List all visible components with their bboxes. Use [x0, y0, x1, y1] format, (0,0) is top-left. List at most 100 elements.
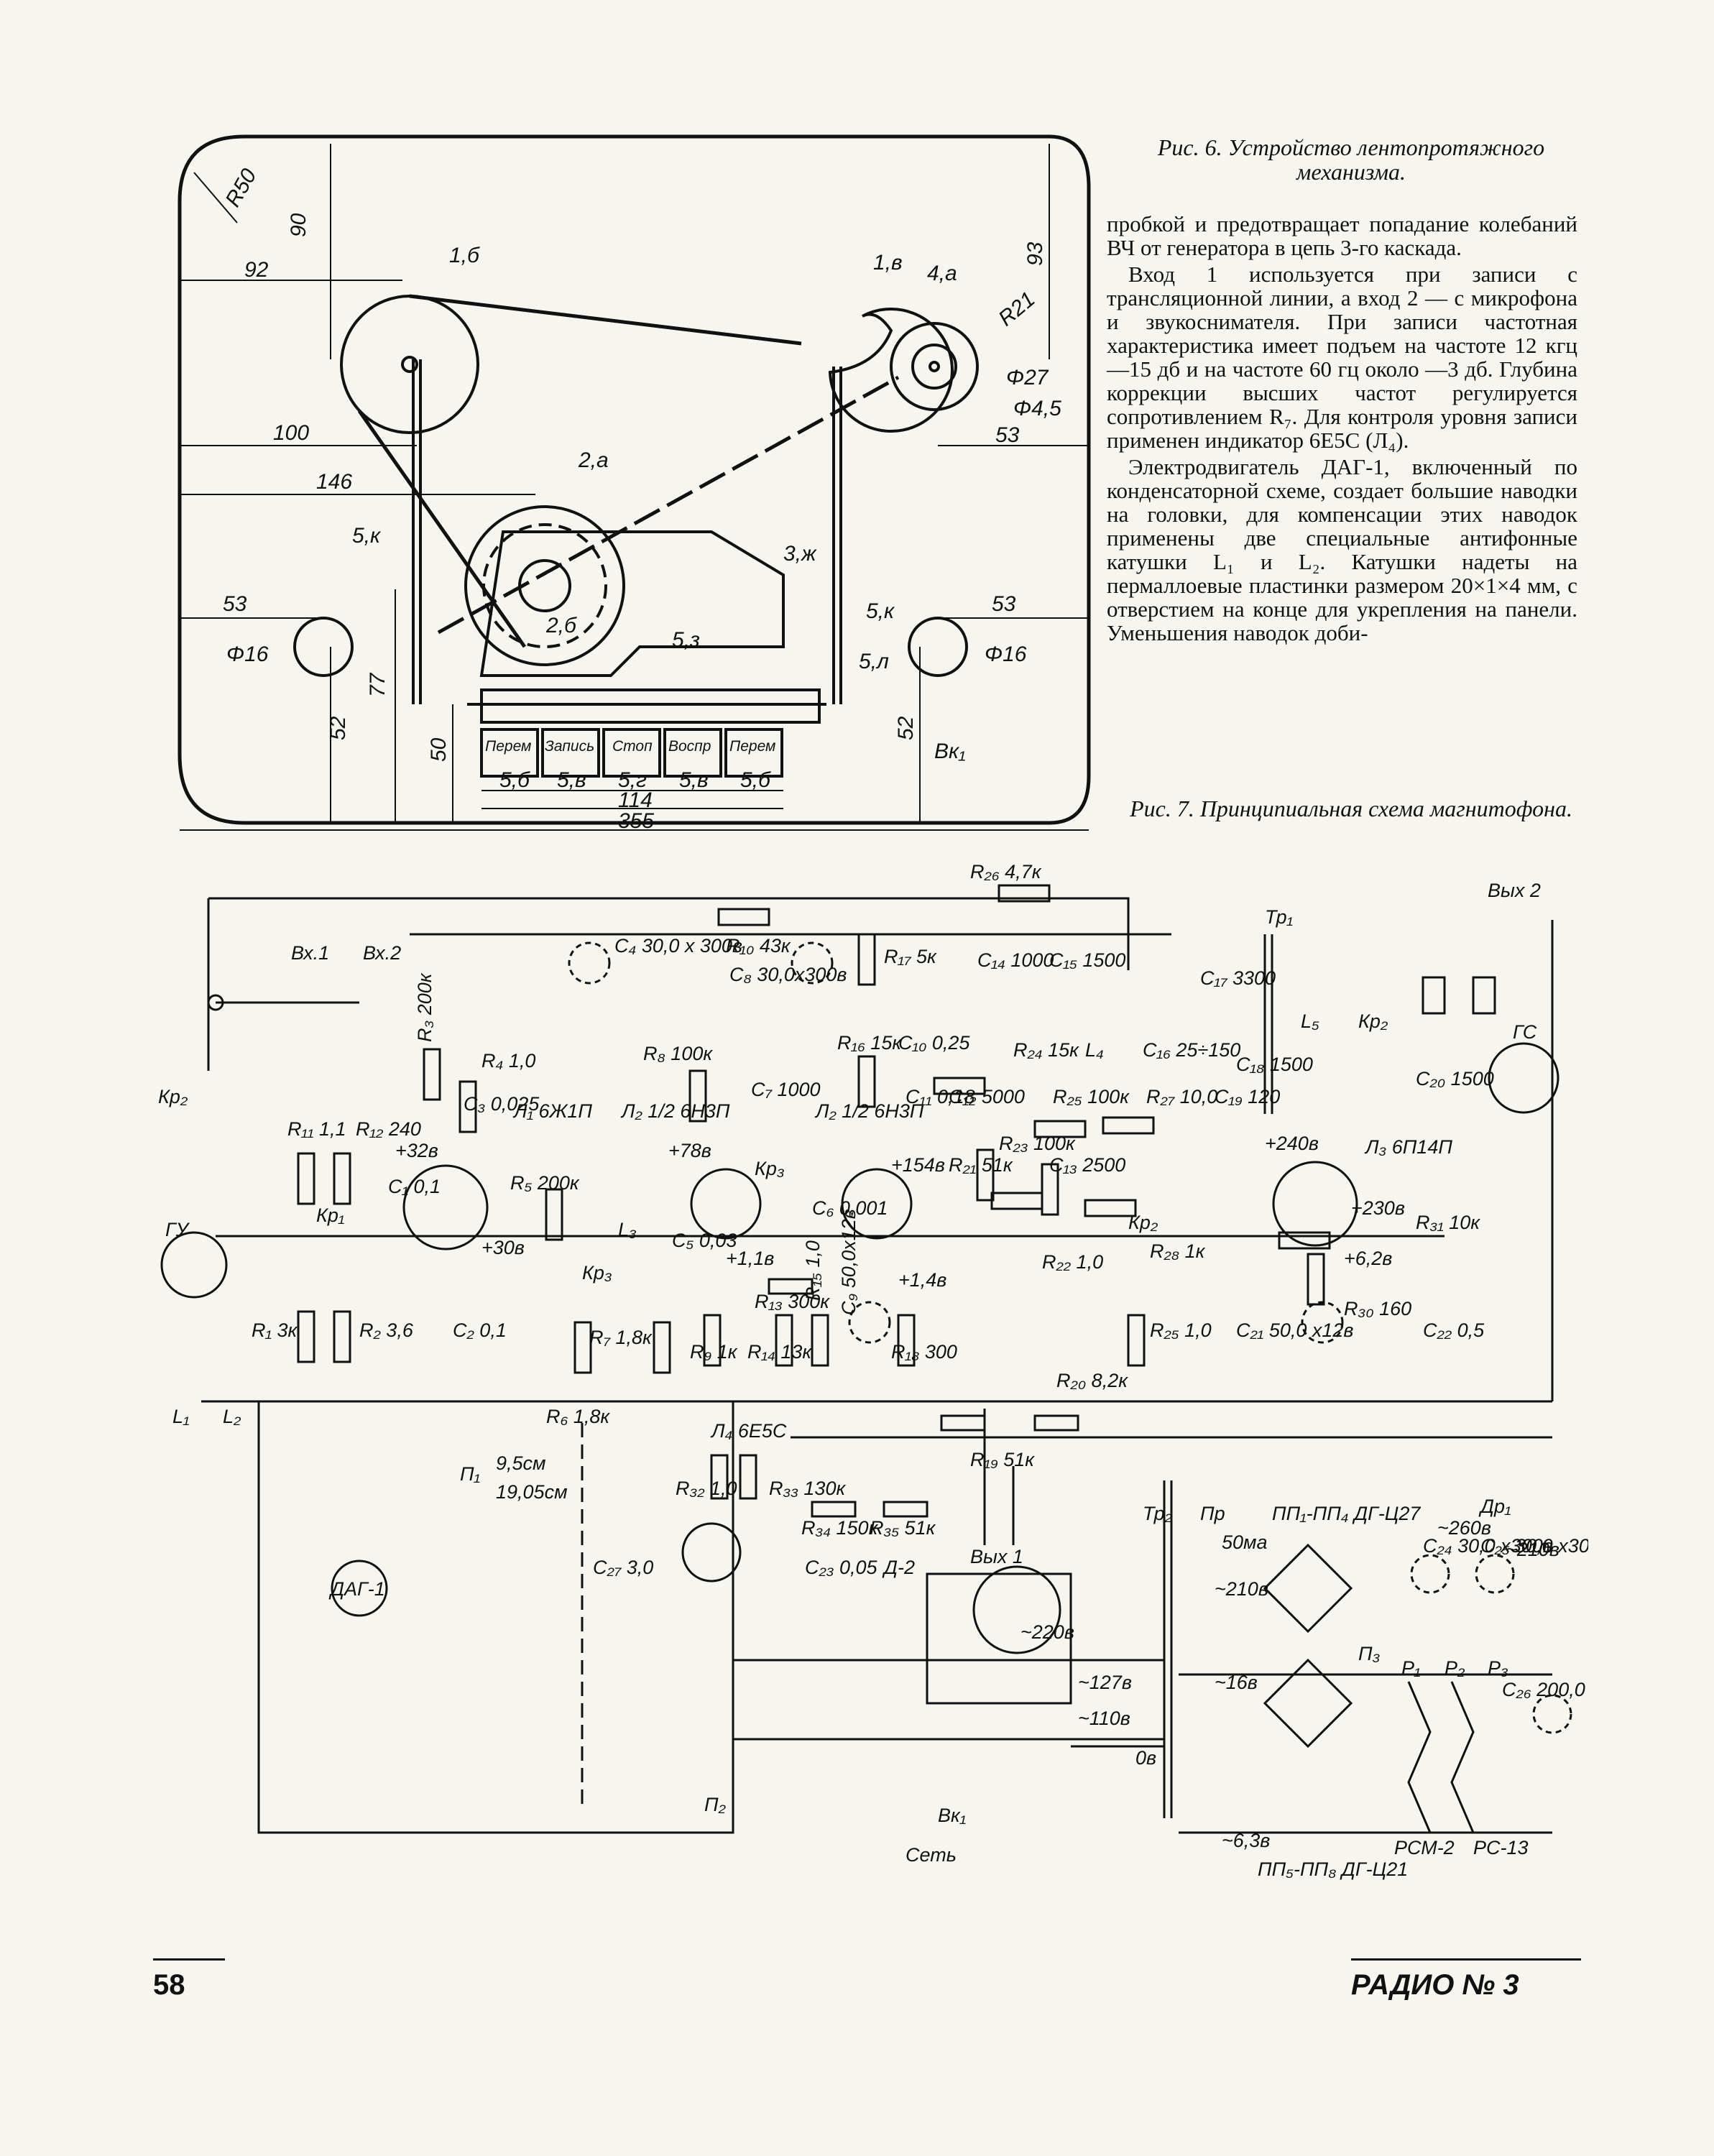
fig6-label-d92: 92: [244, 258, 269, 282]
fig7-label-s1905: 19,05см: [496, 1481, 568, 1503]
fig7-label-kr2a: Кр₂: [1358, 1010, 1388, 1032]
fig7-label-v16: ~16в: [1215, 1672, 1258, 1693]
fig7-label-r16: R₁₆ 15к: [837, 1032, 902, 1054]
fig7-label-rsm: РСМ-2: [1394, 1837, 1455, 1858]
page-number: 58: [153, 1969, 185, 2001]
fig7-label-c11: C₁₁ 0,18: [906, 1086, 975, 1107]
fig7-label-rp1: Р₁: [1401, 1657, 1421, 1679]
fig7-label-rp3: Р₃: [1488, 1657, 1508, 1679]
fig7-label-c6: C₆ 0,001: [812, 1197, 888, 1219]
paragraph-3: Электродвигатель ДАГ-1, включенный по ко…: [1107, 454, 1577, 645]
fig7-label-tr2: Тр₂: [1143, 1503, 1173, 1524]
fig7-label-c23: C₂₃ 0,05: [805, 1557, 878, 1578]
fig6-label-d53a: 53: [995, 423, 1020, 447]
fig6-label-5k2: 5,к: [866, 599, 895, 623]
fig7-label-r22: R₂₂ 1,0: [1042, 1251, 1103, 1273]
paragraph-2: Вход 1 используется при записи с трансля…: [1107, 262, 1577, 453]
fig7-label-l2: L₂: [223, 1406, 241, 1427]
fig7-label-l3tube: Л₃ 6П14П: [1364, 1136, 1452, 1158]
fig7-label-l3: L₃: [618, 1219, 637, 1240]
fig6-label-5v2: 5,в: [679, 768, 709, 792]
fig7-label-r18: R₁₈ 300: [891, 1341, 957, 1363]
fig7-label-v0: 0в: [1135, 1747, 1156, 1769]
fig7-label-kr2c: Кр₂: [1128, 1212, 1158, 1233]
fig6-label-d52b: 52: [894, 716, 918, 740]
fig7-label-vx2: Вх.2: [363, 942, 401, 964]
fig7-label-r25b: R₂₅ 1,0: [1150, 1319, 1212, 1341]
fig7-label-c4: C₄ 30,0 x 300в: [614, 935, 742, 957]
fig7-label-v110: ~110в: [1078, 1708, 1130, 1729]
fig7-label-c9: C₉ 50,0x12в: [838, 1209, 860, 1315]
fig6-label-5z: 5,з: [672, 628, 700, 652]
fig6-label-d77: 77: [366, 672, 390, 697]
fig7-label-r34: R₃₄ 150к: [801, 1517, 879, 1539]
fig7-label-v210b: ~210в: [1215, 1578, 1268, 1600]
fig7-label-r23: R₂₃ 100к: [999, 1133, 1076, 1154]
fig7-label-r21: R₂₁ 51к: [949, 1154, 1013, 1176]
fig6-label-d90: 90: [287, 213, 310, 237]
fig7-label-vx1: Вх.1: [291, 942, 329, 964]
figure-7-drawing: Вых 2 Тр₁ R₂₆ 4,7к Вх.1 Вх.2 R₁₀ 43к C₄ …: [158, 861, 1588, 1880]
fig7-label-v32: +32в: [395, 1140, 438, 1161]
fig7-label-v11: +1,1в: [726, 1248, 774, 1269]
fig6-button-stop: Стоп: [612, 738, 653, 755]
fig6-label-vk1: Вк₁: [934, 740, 966, 763]
fig7-label-vykh2: Вых 2: [1488, 880, 1541, 901]
fig6-label-d355: 355: [618, 809, 654, 833]
fig7-label-tr1: Тр₁: [1265, 906, 1293, 928]
fig7-label-r6: R₆ 1,8к: [546, 1406, 610, 1427]
fig7-label-l2a: Л₂ 1/2 6Н3П: [620, 1100, 730, 1122]
footer-rule-right: [1351, 1958, 1581, 1961]
fig7-label-l1: L₁: [172, 1406, 190, 1427]
fig6-label-phi45: Φ4,5: [1013, 397, 1061, 420]
fig7-label-r17: R₁₇ 5к: [884, 946, 937, 967]
fig7-label-pr: Пр: [1200, 1503, 1225, 1524]
fig7-label-c26: C₂₆ 200,0 x20в: [1502, 1679, 1588, 1700]
fig7-label-r7: R₇ 1,8к: [589, 1327, 653, 1348]
footer-rule-left: [153, 1958, 225, 1961]
fig7-label-p1: П₁: [460, 1463, 480, 1485]
fig7-label-r27: R₂₇ 10,0: [1146, 1086, 1217, 1107]
fig6-label-r50: R50: [221, 165, 261, 211]
fig7-label-c17: C₁₇ 3300: [1200, 967, 1276, 989]
fig7-label-r32: R₃₂ 1,0: [676, 1478, 737, 1499]
fig6-label-d52a: 52: [326, 716, 350, 740]
fig7-label-gs: ГС: [1513, 1021, 1537, 1043]
fig6-label-phi27: Φ27: [1006, 366, 1049, 390]
fig6-label-3zh: 3,ж: [783, 542, 817, 566]
fig7-label-l5: L₅: [1301, 1010, 1319, 1032]
fig7-label-r15: R₁₅ 1,0: [802, 1240, 824, 1301]
fig6-label-5k: 5,к: [352, 524, 382, 548]
fig7-label-c12: C₁₂ 5000: [949, 1086, 1025, 1107]
fig7-label-v63: ~6,3в: [1222, 1830, 1270, 1851]
fig7-label-v240: +240в: [1265, 1133, 1319, 1154]
fig7-label-c22: C₂₂ 0,5: [1423, 1319, 1485, 1341]
fig7-label-rp2: Р₂: [1445, 1657, 1465, 1679]
fig7-label-r1: R₁ 3к: [252, 1319, 298, 1341]
fig7-label-r35: R₃₅ 51к: [870, 1517, 936, 1539]
fig6-button-play: Воспр: [668, 738, 711, 755]
figure-6-caption: Рис. 6. Устройство лентопротяжного механ…: [1157, 134, 1545, 185]
fig7-label-r13: R₁₃ 300к: [755, 1291, 830, 1312]
fig6-label-5b2: 5,б: [740, 768, 771, 792]
fig6-button-rewind-right: Перем: [729, 738, 775, 755]
fig7-label-c2: C₂ 0,1: [453, 1319, 507, 1341]
figure-7-caption: Рис. 7. Принципиальная схема магнитофона…: [1130, 796, 1572, 821]
fig6-label-d53c: 53: [992, 592, 1016, 616]
fig7-label-s95: 9,5см: [496, 1452, 546, 1474]
fig6-label-phi16a: Φ16: [226, 642, 269, 666]
fig7-label-gu: ГУ: [165, 1219, 190, 1240]
fig7-label-kr2b: Кр₂: [158, 1086, 188, 1107]
magazine-name: РАДИО № 3: [1351, 1969, 1519, 2001]
fig7-label-r14: R₁₄ 13к: [747, 1341, 812, 1363]
fig7-label-c20: C₂₀ 1500: [1416, 1068, 1494, 1089]
fig6-label-d114: 114: [618, 788, 653, 812]
fig7-label-kr3b: Кр₃: [582, 1262, 612, 1284]
fig6-button-rewind-left: Перем: [485, 738, 531, 755]
fig7-label-r11: R₁₁ 1,1: [287, 1118, 346, 1140]
fig7-label-r25: R₂₅ 100к: [1053, 1086, 1130, 1107]
fig7-label-p2: П₂: [704, 1794, 727, 1815]
fig7-label-r26: R₂₆ 4,7к: [970, 861, 1042, 883]
fig6-label-d100: 100: [273, 421, 309, 445]
fig7-label-v127: ~127в: [1078, 1672, 1132, 1693]
